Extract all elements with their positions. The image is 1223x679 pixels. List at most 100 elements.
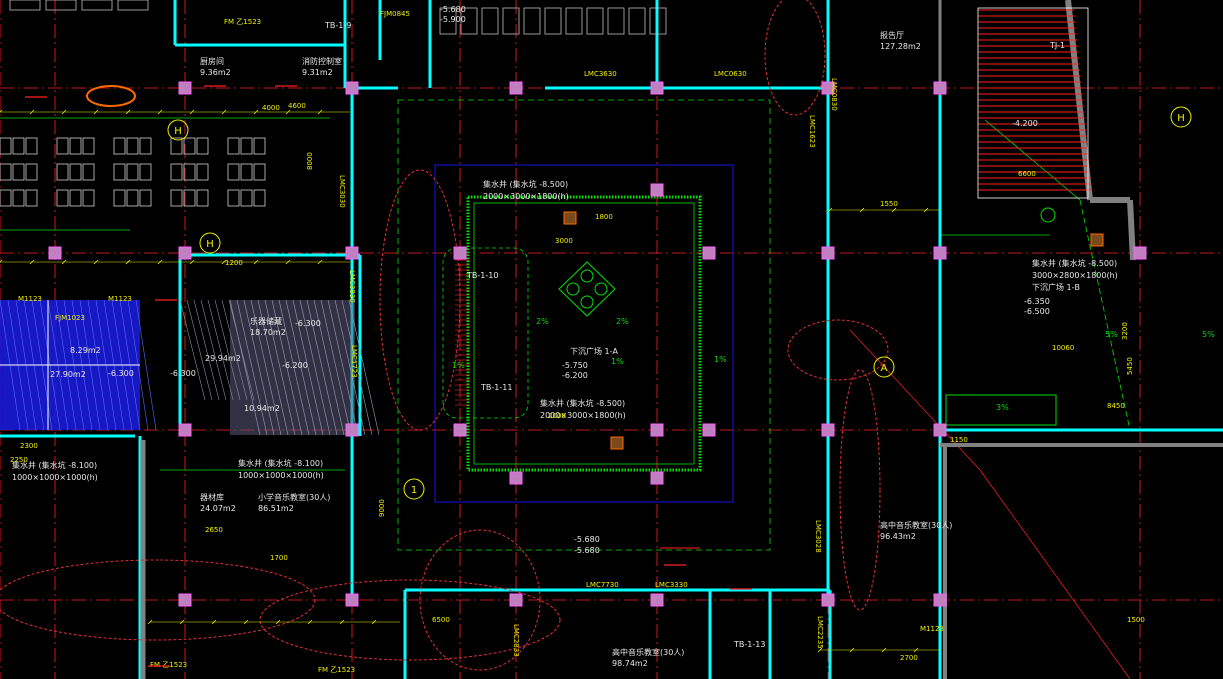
chair [126,189,139,207]
hatch-line [221,299,248,401]
hatch-line [257,299,289,436]
column [933,423,947,437]
column [933,81,947,95]
hatch-line [306,299,338,436]
door-tag: FM 乙1523 [318,666,355,674]
door-tag: M1123 [18,295,42,303]
column [650,423,664,437]
chair [81,0,113,11]
hatch-line [320,299,352,436]
hatch-line [179,299,206,401]
axis-bubble-label: A [881,363,888,374]
dimension-tick [189,109,195,115]
dimension: 1200 [225,259,243,267]
dimension-tick [29,109,35,115]
column [345,246,359,260]
elevation-mark: -5.680 [440,5,466,14]
plaza-inner-line [473,202,695,465]
elevation-mark: -5.680 [574,546,600,555]
door-tag: LMC3330 [655,581,688,589]
revision-cloud [839,369,881,611]
elevation-mark: -5.900 [440,15,466,24]
axis-bubble-label: H [174,126,182,137]
dimension-tick [317,259,323,265]
room-area: 127.28m2 [880,42,921,51]
pit-label: 集水井 (集水坑 -8.500) [540,398,625,408]
dimension-tick [157,109,163,115]
dimension-tick [179,619,185,625]
column [933,246,947,260]
hatch-line [250,299,282,436]
dimension: 2000 [548,412,566,420]
elevation-mark: -6.300 [108,369,134,378]
sump-pit [610,436,624,450]
chair [502,7,520,35]
room-area: 27.90m2 [50,370,86,379]
column [702,246,716,260]
hatch-line [193,299,220,401]
dimension: 10060 [1052,344,1074,352]
pit-label: 集水井 (集水坑 -8.500) [1032,258,1117,268]
column [650,81,664,95]
revision-cloud [787,319,889,381]
diagonal-line [979,469,1131,679]
hatch-line [228,299,255,401]
chair [439,7,457,35]
room-area: 8.29m2 [70,346,101,355]
chair [253,163,266,181]
door-tag: LMC2235 [816,616,824,649]
column [509,593,523,607]
chair [25,163,38,181]
revision-cloud [0,559,316,641]
chair [253,189,266,207]
door-tag: LMC1623 [808,115,816,148]
dimension: 1700 [270,554,288,562]
stair-tag: TB-1-10 [466,271,498,280]
slope-mark: 1% [452,361,465,370]
pit-size: 2000×3000×1800(h) [540,411,626,420]
dimension-tick [913,647,919,653]
hatched-zone [230,300,355,435]
chair [183,189,196,207]
hatch-line [207,299,234,401]
dimension: 4600 [288,102,306,110]
chair [82,189,95,207]
slope-mark: 2% [536,317,549,326]
dimension-tick [859,207,865,213]
dimension-tick [339,619,345,625]
chair [227,163,240,181]
room-area: 29.94m2 [205,354,241,363]
column [650,183,664,197]
column [453,246,467,260]
chair [565,7,583,35]
drain-symbol [580,269,594,283]
column [650,471,664,485]
door-tag: FM 乙1523 [224,18,261,26]
dimension: 5450 [1126,357,1134,375]
room-area: 96.43m2 [880,532,916,541]
room-name: 报告厅 [880,30,904,40]
stair-tag: TB-1-11 [480,383,512,392]
column [1133,246,1147,260]
dimension-tick [211,619,217,625]
axis-bubble-label: H [206,239,214,250]
column [345,81,359,95]
slope-mark: 5% [1202,330,1215,339]
hatch-line [299,299,331,436]
door-tag: LMC3630 [584,70,617,78]
dimension-tick [285,109,291,115]
chair [56,189,69,207]
hatch-line [327,299,359,436]
elevation-mark: -5.680 [574,535,600,544]
axis-bubble [167,119,189,141]
dimension-tick [371,619,377,625]
column [178,423,192,437]
dimension: 4000 [262,104,280,112]
dimension-tick [61,109,67,115]
chair [56,163,69,181]
column [821,423,835,437]
revision-cloud [379,169,461,431]
elevation-mark: -4.200 [1012,119,1038,128]
pit-label: 集水井 (集水坑 -8.100) [12,460,97,470]
